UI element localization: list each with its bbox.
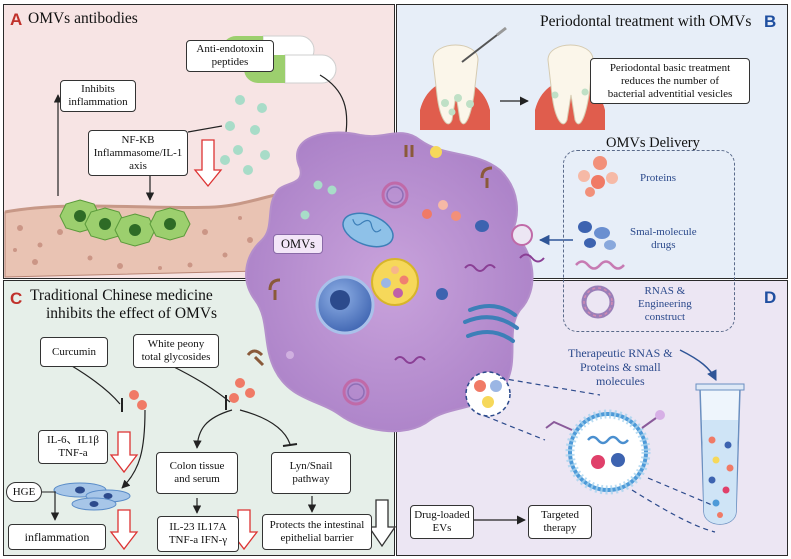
small-molecule-label: Smal-molecule drugs	[630, 226, 697, 251]
rnas-label: RNAS & Engineering construct	[638, 285, 692, 323]
hge-label: HGE	[6, 482, 42, 502]
mitochondria	[342, 212, 394, 248]
inflamed-cells	[59, 199, 191, 247]
treatment-label: Periodontal basic treatment reduces the …	[590, 58, 750, 104]
down-arrows-c	[109, 431, 397, 551]
endoplasmic-reticulum	[463, 304, 519, 343]
panel-c-title-line1: Traditional Chinese medicine	[30, 287, 213, 304]
small-molecule-icons	[575, 221, 625, 270]
panel-c-title-line2: inhibits the effect of OMVs	[46, 305, 218, 322]
cell-particles	[286, 146, 489, 359]
therapeutic-label: Therapeutic RNAS & Proteins & small mole…	[568, 346, 673, 388]
curcumin-dots	[129, 378, 255, 410]
peptide-label: Anti-endotoxin peptides	[186, 40, 274, 72]
rna-strands	[394, 253, 545, 364]
membrane-receptors	[246, 145, 493, 367]
omvs-delivery-box	[563, 150, 735, 332]
test-tube	[695, 383, 745, 525]
inflammation-label: inflammation	[8, 524, 106, 550]
proteins-label: Proteins	[640, 172, 677, 184]
rna-vesicle-icon	[581, 285, 615, 319]
peptide-dots	[220, 95, 270, 175]
inhibits-inflammation-label: Inhibits inflammation	[60, 80, 136, 112]
lyn-snail-label: Lyn/Snail pathway	[271, 452, 351, 494]
engineered-ev	[545, 409, 665, 495]
panel-a-title: OMVs antibodies	[28, 10, 138, 27]
drug-loaded-evs-label: Drug-loaded EVs	[410, 505, 474, 539]
panel-c-letter: C	[10, 289, 23, 308]
panel-d-letter: D	[764, 288, 777, 307]
il23-label: IL-23 IL17A TNF-a IFN-γ	[157, 516, 239, 552]
white-peony-label: White peony total glycosides	[133, 334, 219, 368]
pathway-label: NF-KB Inflammasome/IL-1 axis	[88, 130, 188, 176]
hge-cells	[53, 482, 131, 511]
protein-icons	[578, 156, 618, 197]
cytokines-label: IL-6、IL1β TNF-a	[38, 430, 108, 464]
panel-a-letter: A	[10, 10, 23, 29]
cell-vesicles	[342, 181, 533, 406]
small-vesicle-d	[465, 371, 511, 417]
cell-nucleus	[315, 275, 375, 335]
tooth-before	[420, 26, 507, 130]
curcumin-label: Curcumin	[40, 337, 108, 367]
omvs-label: OMVs	[273, 234, 323, 254]
panel-b-title: Periodontal treatment with OMVs	[540, 13, 752, 30]
tooth-after	[535, 44, 605, 130]
omvs-delivery-title: OMVs Delivery	[606, 135, 700, 151]
protects-barrier-label: Protects the intestinal epithelial barri…	[262, 514, 372, 550]
targeted-therapy-label: Targeted therapy	[528, 505, 592, 539]
panel-b-letter: B	[764, 12, 777, 31]
colon-tissue-label: Colon tissue and serum	[156, 452, 238, 494]
down-arrow-a	[193, 139, 223, 188]
lysosome	[371, 258, 419, 306]
